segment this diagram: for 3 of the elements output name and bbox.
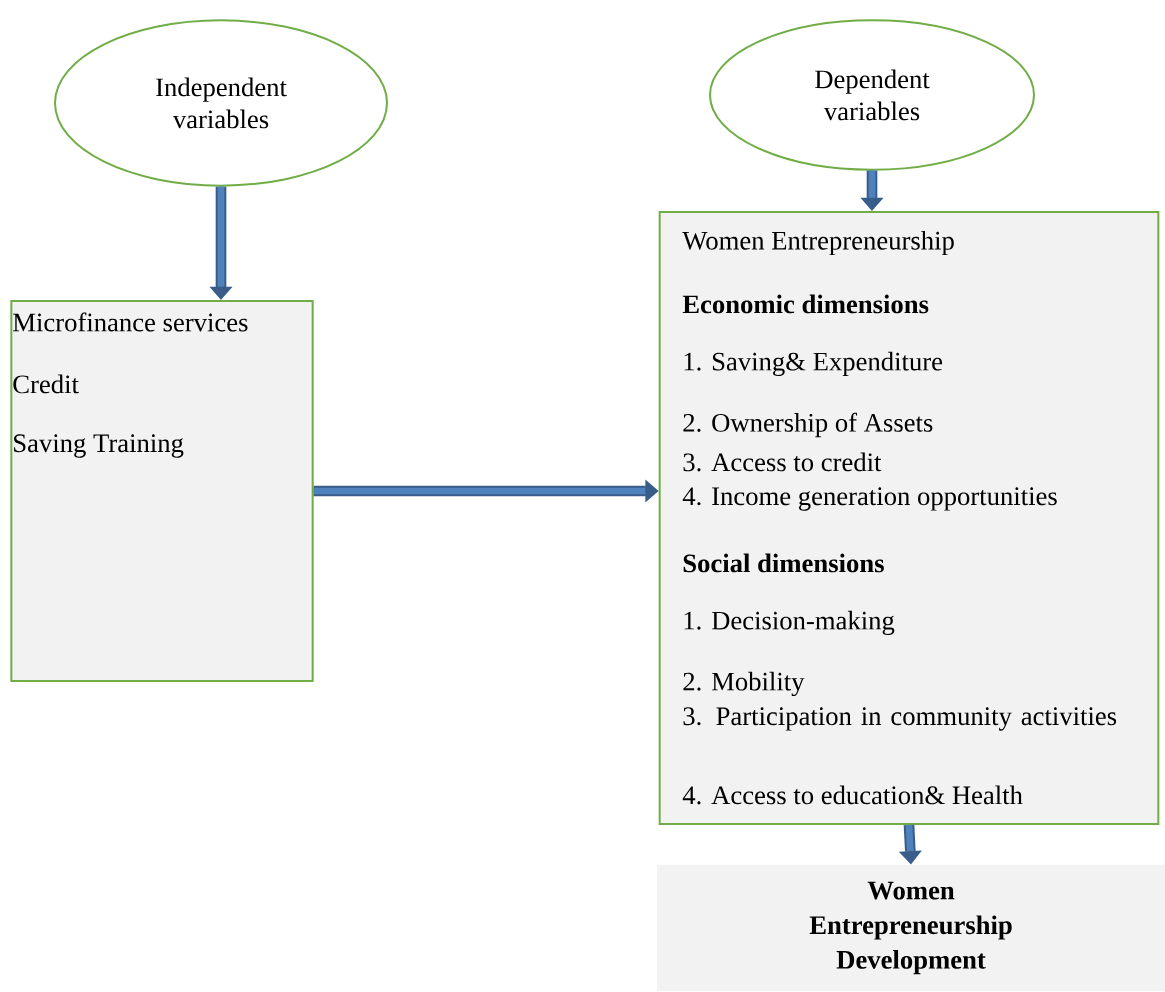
text-box: Women Entrepreneurship Development [657, 864, 1165, 992]
text-box: Microfinance services Credit Saving Training [10, 300, 314, 682]
text-box: Women Entrepreneurship Economic dimensions 1. Saving& Expenditure 2. Ownership of Assets 3. Access to credit 4. Income generation opportunities Social dimensions 1. Decision-making 2. Mobility 3. Participation in community activities 4. Access to education& Health [658, 211, 1160, 825]
